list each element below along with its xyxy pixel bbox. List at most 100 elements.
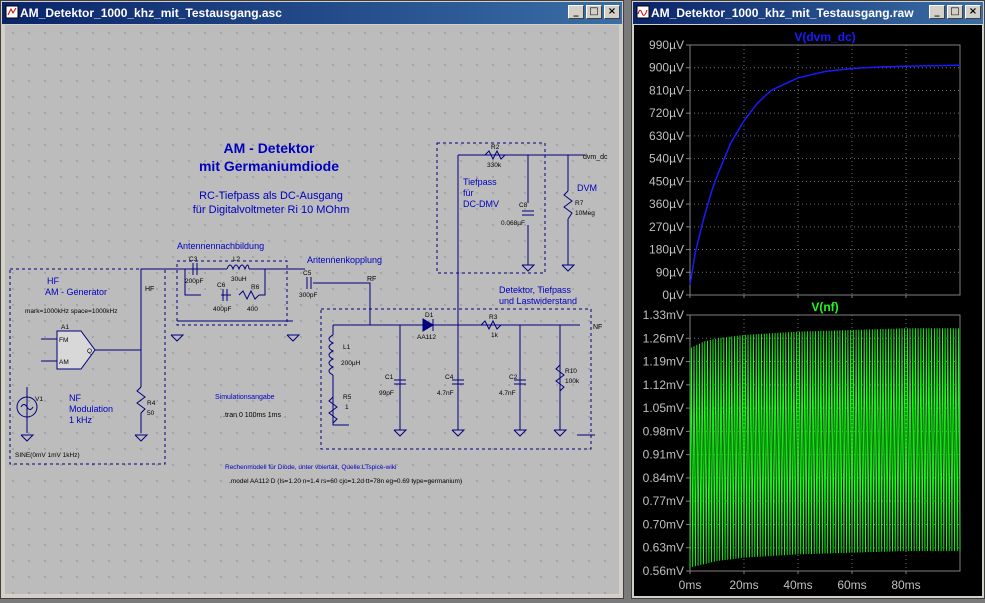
plot-maximize-button[interactable]: □ <box>947 5 963 19</box>
c1-name: C1 <box>385 374 394 381</box>
y-tick-label: 0.70mV <box>643 517 684 531</box>
y-tick-label: 990µV <box>649 38 684 52</box>
net-nf: NF <box>593 324 602 331</box>
close-button[interactable]: × <box>604 5 620 19</box>
resistor-r4 <box>136 386 146 433</box>
r4-value: 50 <box>147 410 155 417</box>
label-a1: A1 <box>61 324 69 331</box>
waveform-title-bar[interactable]: AM_Detektor_1000_khz_mit_Testausgang.raw… <box>633 2 983 24</box>
r3-name: R3 <box>489 314 498 321</box>
hf-generator-box <box>9 268 166 465</box>
plot-frame-1 <box>689 314 961 572</box>
detector-box <box>320 308 592 450</box>
c6-name: C6 <box>217 282 226 289</box>
maximize-button[interactable]: □ <box>586 5 602 19</box>
label-tiefpass-1: Tiefpass <box>463 177 497 187</box>
c4-value: 4.7nF <box>437 390 454 397</box>
label-nf-3: 1 kHz <box>69 415 93 425</box>
label-sine: SINE(0mV 1mV 1kHz) <box>15 452 80 459</box>
y-tick-label: 900µV <box>649 61 684 75</box>
schematic-window-title: AM_Detektor_1000_khz_mit_Testausgang.asc <box>20 6 282 20</box>
capacitor-c4 <box>452 379 464 385</box>
schematic-title-bar[interactable]: AM_Detektor_1000_khz_mit_Testausgang.asc… <box>2 2 622 24</box>
label-antennennachbildung: Antennennachbildung <box>177 241 264 251</box>
y-tick-label: 1.33mV <box>643 308 684 322</box>
x-tick-label: 0ms <box>679 578 702 592</box>
label-v1: V1 <box>35 396 43 403</box>
trace-title-1: V(nf) <box>811 300 838 314</box>
capacitor-c3 <box>192 263 198 275</box>
y-tick-label: 180µV <box>649 243 684 257</box>
minimize-button[interactable]: _ <box>568 5 584 19</box>
c3-name: C3 <box>189 256 198 263</box>
y-tick-label: 0.56mV <box>643 564 684 578</box>
x-tick-label: 40ms <box>783 578 812 592</box>
y-tick-label: 360µV <box>649 197 684 211</box>
y-tick-label: 810µV <box>649 83 684 97</box>
y-tick-label: 450µV <box>649 174 684 188</box>
c5-value: 300pF <box>299 292 317 299</box>
trace-title-0: V(dvm_dc) <box>794 30 855 44</box>
y-tick-label: 540µV <box>649 152 684 166</box>
label-hf-1: HF <box>47 276 59 286</box>
y-tick-label: 630µV <box>649 129 684 143</box>
label-dvm: DVM <box>577 183 597 193</box>
trace-vdvm-dc <box>689 64 961 286</box>
subheading-line1: RC-Tiefpass als DC-Ausgang <box>199 190 343 202</box>
x-tick-label: 60ms <box>837 578 866 592</box>
r5-name: R5 <box>343 394 352 401</box>
resistor-r3 <box>480 319 502 331</box>
label-nf-1: NF <box>69 393 81 403</box>
schematic-drawing[interactable]: AM - Detektor mit Germaniumdiode RC-Tief… <box>5 25 619 594</box>
plot-close-button[interactable]: × <box>965 5 981 19</box>
capacitor-c1 <box>394 379 406 385</box>
c4-name: C4 <box>445 374 454 381</box>
label-mark: mark=1000kHz space=1000kHz <box>25 308 118 315</box>
c6-value: 400pF <box>213 306 231 313</box>
plot-minimize-button[interactable]: _ <box>929 5 945 19</box>
l1-value: 200µH <box>341 360 361 367</box>
c8-name: C8 <box>519 202 528 209</box>
capacitor-c8 <box>522 210 534 216</box>
diode-d1 <box>422 318 434 332</box>
r2-value: 330k <box>487 162 502 169</box>
schematic-window[interactable]: AM_Detektor_1000_khz_mit_Testausgang.asc… <box>0 0 624 599</box>
y-tick-label: 1.26mV <box>643 331 684 345</box>
d1-name: D1 <box>425 312 434 319</box>
label-detektor-2: und Lastwiderstand <box>499 296 577 306</box>
label-tiefpass-3: DC-DMV <box>463 199 499 209</box>
schematic-icon <box>5 5 19 19</box>
r4-name: R4 <box>147 400 156 407</box>
plot-frame-0 <box>689 44 961 296</box>
resistor-r6 <box>238 289 260 301</box>
resistor-r10 <box>555 364 565 392</box>
net-hf: HF <box>145 286 154 293</box>
r10-name: R10 <box>565 368 577 375</box>
schematic-canvas[interactable]: AM - Detektor mit Germaniumdiode RC-Tief… <box>5 25 619 594</box>
r6-name: R6 <box>251 284 260 291</box>
antenna-simulation-box <box>176 260 288 326</box>
label-tiefpass-2: für <box>463 188 474 198</box>
capacitor-c6 <box>222 289 228 301</box>
y-tick-label: 1.12mV <box>643 378 684 392</box>
waveform-window[interactable]: AM_Detektor_1000_khz_mit_Testausgang.raw… <box>631 0 985 599</box>
label-a1-fm: FM <box>59 337 68 344</box>
x-tick-label: 20ms <box>729 578 758 592</box>
label-model-title: Rechenmodell für Diode, unter vbiertait,… <box>225 464 397 471</box>
l2-name: L2 <box>233 256 241 263</box>
capacitor-c2 <box>514 379 526 385</box>
y-tick-label: 0.98mV <box>643 424 684 438</box>
l2-value: 30uH <box>231 276 247 283</box>
plot-svg[interactable]: 990µV900µV810µV720µV630µV540µV450µV360µV… <box>634 25 984 598</box>
r7-name: R7 <box>575 200 584 207</box>
resistor-r5 <box>328 396 338 424</box>
y-tick-label: 1.05mV <box>643 401 684 415</box>
label-a1-out: Q <box>87 348 92 355</box>
label-tran: .tran 0 100ms 1ms <box>223 412 281 419</box>
resistor-r7 <box>563 190 573 220</box>
label-hf-2: AM - Generator <box>45 287 107 297</box>
r3-value: 1k <box>491 332 499 339</box>
y-tick-label: 0.84mV <box>643 471 684 485</box>
x-tick-label: 80ms <box>891 578 920 592</box>
